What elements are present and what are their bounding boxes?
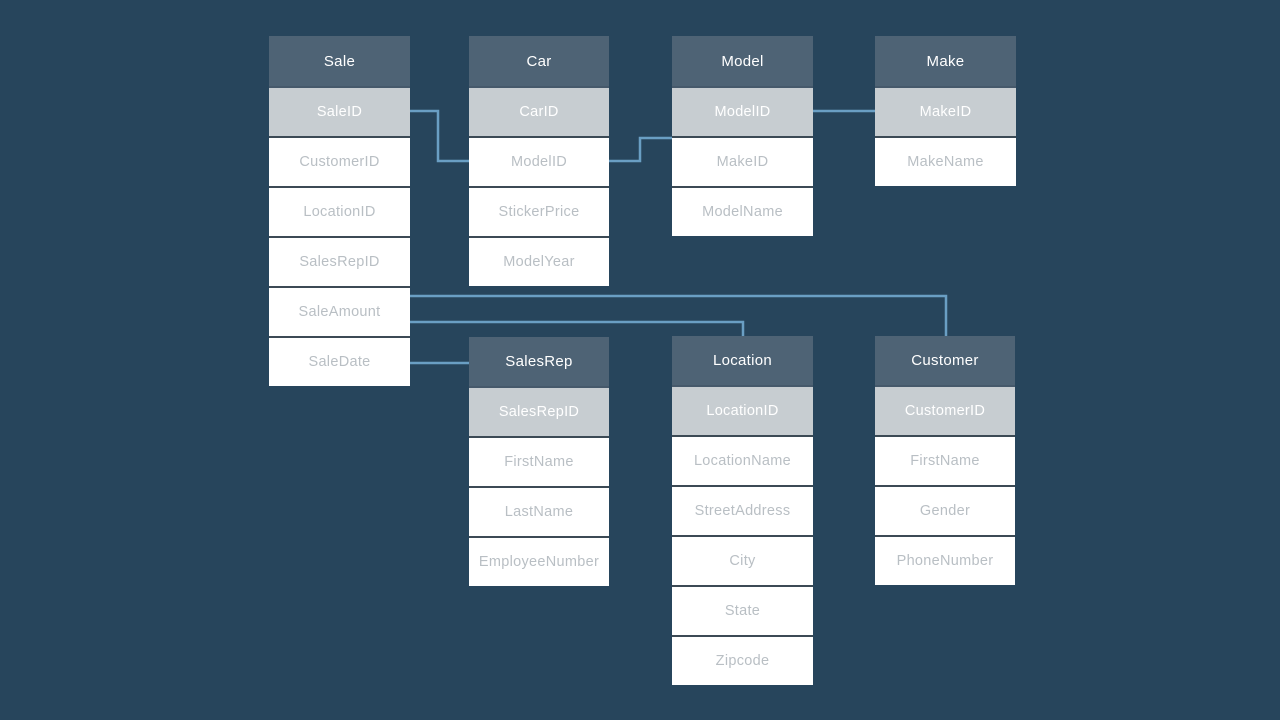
attribute-row-car-carid[interactable]: CarID [469,86,609,136]
attribute-row-location-state[interactable]: State [672,585,813,635]
attribute-row-model-modelname[interactable]: ModelName [672,186,813,236]
attribute-row-car-modelyear[interactable]: ModelYear [469,236,609,286]
entity-title-location: Location [672,336,813,385]
attribute-row-salesrep-lastname[interactable]: LastName [469,486,609,536]
connector-car-model [609,136,672,163]
attribute-row-salesrep-salesrepid[interactable]: SalesRepID [469,386,609,436]
entity-title-salesrep: SalesRep [469,337,609,386]
connector-sale-location [410,320,745,336]
attribute-row-customer-firstname[interactable]: FirstName [875,435,1015,485]
entity-title-model: Model [672,36,813,86]
attribute-row-sale-saledate[interactable]: SaleDate [269,336,410,386]
connector-sale-customer [410,294,948,336]
attribute-row-sale-saleid[interactable]: SaleID [269,86,410,136]
entity-title-make: Make [875,36,1016,86]
attribute-row-salesrep-employeenumber[interactable]: EmployeeNumber [469,536,609,586]
attribute-row-customer-customerid[interactable]: CustomerID [875,385,1015,435]
attribute-row-location-zipcode[interactable]: Zipcode [672,635,813,685]
attribute-row-location-streetaddress[interactable]: StreetAddress [672,485,813,535]
attribute-row-car-stickerprice[interactable]: StickerPrice [469,186,609,236]
attribute-row-sale-locationid[interactable]: LocationID [269,186,410,236]
attribute-row-location-locationid[interactable]: LocationID [672,385,813,435]
attribute-row-customer-gender[interactable]: Gender [875,485,1015,535]
connector-sale-car [410,109,469,163]
attribute-row-make-makeid[interactable]: MakeID [875,86,1016,136]
attribute-row-sale-salesrepid[interactable]: SalesRepID [269,236,410,286]
entity-title-customer: Customer [875,336,1015,385]
attribute-row-location-city[interactable]: City [672,535,813,585]
attribute-row-salesrep-firstname[interactable]: FirstName [469,436,609,486]
attribute-row-sale-customerid[interactable]: CustomerID [269,136,410,186]
attribute-row-model-modelid[interactable]: ModelID [672,86,813,136]
attribute-row-make-makename[interactable]: MakeName [875,136,1016,186]
entity-title-sale: Sale [269,36,410,86]
attribute-row-car-modelid[interactable]: ModelID [469,136,609,186]
attribute-row-model-makeid[interactable]: MakeID [672,136,813,186]
entity-title-car: Car [469,36,609,86]
attribute-row-location-locationname[interactable]: LocationName [672,435,813,485]
attribute-row-customer-phonenumber[interactable]: PhoneNumber [875,535,1015,585]
attribute-row-sale-saleamount[interactable]: SaleAmount [269,286,410,336]
